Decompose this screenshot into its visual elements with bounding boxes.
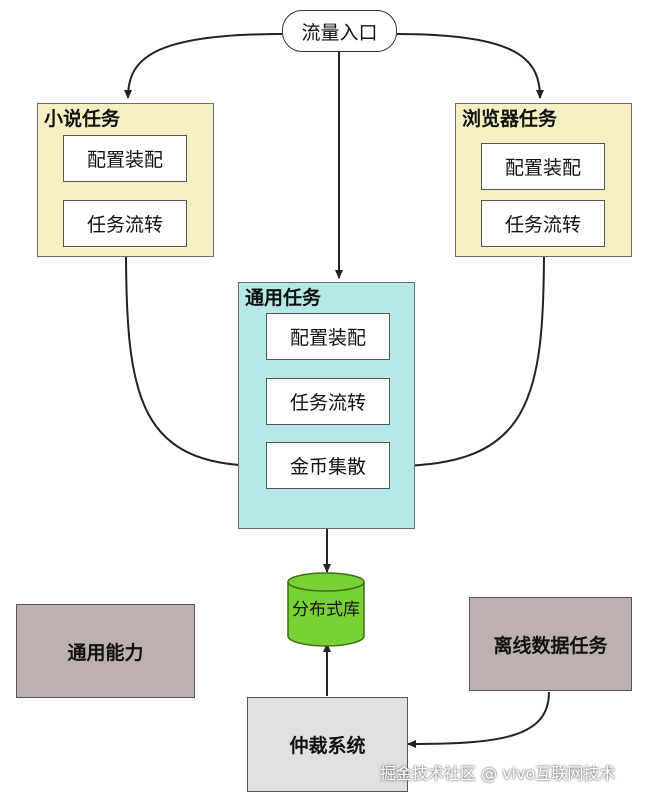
novel-task-flow-box: 任务流转 [63, 200, 187, 247]
common-config-assembly-label: 配置装配 [289, 327, 366, 349]
browser-task-flow-box: 任务流转 [481, 200, 605, 247]
gold-coin-distribution-label: 金币集散 [289, 456, 366, 478]
novel-config-assembly-label: 配置装配 [86, 149, 163, 171]
database-cylinder-icon [287, 572, 365, 647]
arrow-novel-to-coins [125, 247, 264, 470]
common-config-assembly-box: 配置装配 [266, 313, 390, 360]
arrow-browser-to-coins [392, 247, 545, 470]
offline-data-task-box: 离线数据任务 [469, 597, 632, 691]
novel-task-flow-label: 任务流转 [86, 214, 163, 236]
common-capability-box: 通用能力 [16, 604, 195, 698]
arrow-entry-to-novel [124, 33, 283, 99]
browser-config-assembly-box: 配置装配 [481, 143, 605, 190]
browser-task-flow-label: 任务流转 [504, 214, 581, 236]
traffic-entry-label: 流量入口 [301, 21, 378, 44]
arbitration-system-box: 仲裁系统 [247, 697, 408, 792]
arrow-entry-to-browser [396, 33, 544, 99]
gold-coin-distribution-box: 金币集散 [266, 442, 390, 489]
watermark-text: 掘金技术社区 @ vivo互联网技术 [380, 764, 616, 783]
browser-config-assembly-label: 配置装配 [504, 157, 581, 179]
offline-data-task-label: 离线数据任务 [493, 634, 608, 657]
database-label: 分布式库 [292, 599, 360, 620]
novel-task-title: 小说任务 [44, 108, 121, 130]
traffic-entry-node: 流量入口 [282, 10, 397, 52]
common-capability-label: 通用能力 [67, 641, 144, 664]
browser-task-title: 浏览器任务 [462, 108, 558, 130]
arrow-offline-to-arbitration [407, 691, 550, 748]
arbitration-system-label: 仲裁系统 [289, 735, 366, 757]
common-task-flow-box: 任务流转 [266, 378, 390, 425]
novel-config-assembly-box: 配置装配 [63, 135, 187, 182]
common-task-title: 通用任务 [245, 287, 322, 309]
common-task-flow-label: 任务流转 [289, 392, 366, 414]
